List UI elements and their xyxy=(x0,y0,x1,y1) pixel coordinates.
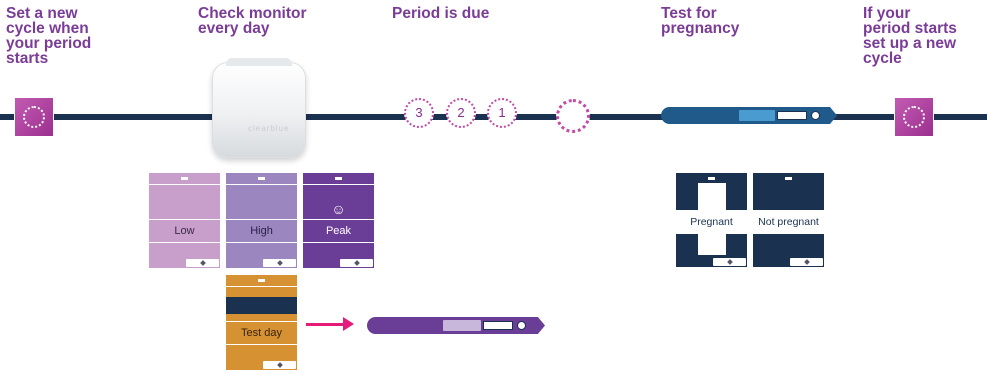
step-label-period-due: Period is due xyxy=(392,5,490,22)
period-start-icon xyxy=(556,99,590,133)
pregnancy-test-stick xyxy=(661,107,837,124)
smiley-icon: ☺ xyxy=(331,201,346,217)
screen-high-label: High xyxy=(226,219,297,243)
countdown-day-3: 3 xyxy=(404,98,434,128)
step-label-set-new-cycle: Set a new cycle when your period starts xyxy=(6,5,92,67)
screen-not-pregnant-label: Not pregnant xyxy=(753,210,824,234)
start-cycle-icon xyxy=(14,97,54,137)
countdown-day-1: 1 xyxy=(487,98,517,128)
screen-peak-label: Peak xyxy=(303,219,374,243)
arrow-line xyxy=(306,323,346,326)
screen-high: High xyxy=(225,172,298,269)
screen-low: Low xyxy=(148,172,221,269)
fertility-monitor-device: clearblue xyxy=(212,58,306,158)
step-label-test-pregnancy: Test for pregnancy xyxy=(661,5,740,37)
countdown-day-2: 2 xyxy=(446,98,476,128)
screen-pregnant: Pregnant xyxy=(675,172,748,268)
ovulation-test-stick xyxy=(367,317,545,334)
step-label-new-cycle-again: If your period starts set up a new cycle xyxy=(863,5,957,67)
new-cycle-icon xyxy=(894,97,934,137)
screen-low-label: Low xyxy=(149,219,220,243)
screen-pregnant-label: Pregnant xyxy=(676,210,747,234)
screen-test-day: Test day xyxy=(225,274,298,371)
screen-peak: ☺ Peak xyxy=(302,172,375,269)
screen-not-pregnant: Not pregnant xyxy=(752,172,825,268)
step-label-check-monitor: Check monitor every day xyxy=(198,5,307,37)
screen-test-day-label: Test day xyxy=(226,321,297,345)
arrow-head-icon xyxy=(343,317,354,331)
